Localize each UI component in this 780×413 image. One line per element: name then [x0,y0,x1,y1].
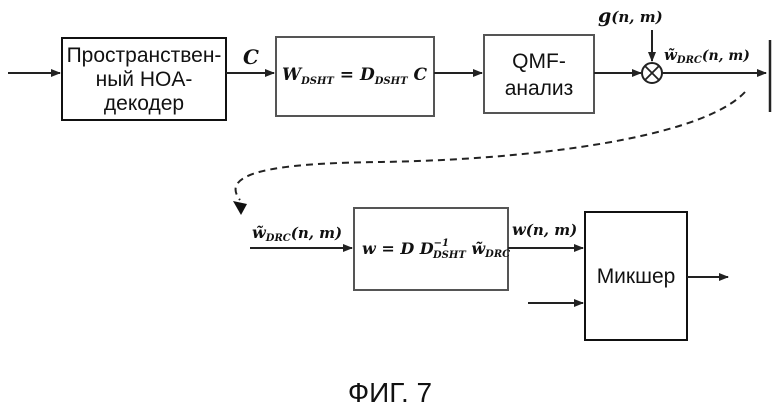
w-output-label: w(n, m) [512,220,577,239]
decoder-label-line2: ный HOA- [96,68,193,91]
dsht-eq: = [334,65,360,85]
g-gain-label: g(n, m) [598,5,663,27]
continuation-arrowhead [233,201,247,215]
qmf-label-line1: QMF- [512,50,566,73]
dsht-c: C [408,65,428,85]
qmf-box [484,35,594,113]
dsht-w-sub: DSHT [300,76,335,87]
dsht-d-sub: DSHT [374,76,409,87]
dsht-w: W [282,65,303,85]
qmf-label-line2: анализ [505,77,574,100]
wdrc-input-label: w̃DRC(n, m) [252,223,342,244]
dsht-block: WDSHT = DDSHT C [276,37,434,116]
wdrc-top-label: w̃DRC(n, m) [664,46,750,66]
decoder-label-line3: декодер [104,92,184,115]
dsht-d: D [359,65,375,85]
c-signal-label: C [243,45,259,69]
apply-gain-block: w = D D−1DSHT w̃DRC [354,208,510,290]
multiplier-node [642,63,662,83]
figure-caption: ФИГ. 7 [348,377,432,408]
qmf-analysis-block: QMF- анализ [484,35,594,113]
mixer-label: Микшер [597,265,676,288]
hoa-decoder-block: Пространствен- ный HOA- декодер [62,38,226,120]
mixer-block: Микшер [585,212,687,340]
decoder-label-line1: Пространствен- [67,44,222,67]
